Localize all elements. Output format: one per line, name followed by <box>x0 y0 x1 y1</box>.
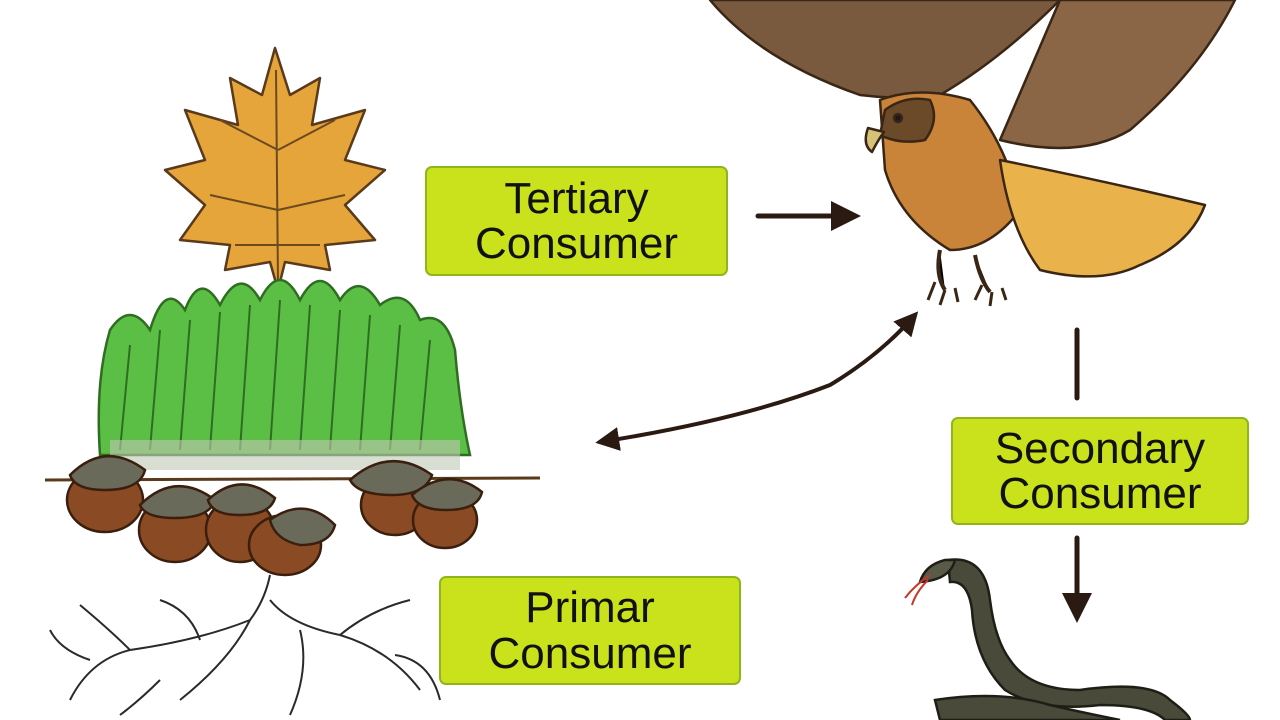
tertiary-label-line2: Consumer <box>475 219 678 268</box>
primary-label-line2: Consumer <box>488 628 692 678</box>
secondary-label-line2: Consumer <box>998 469 1202 518</box>
tertiary-label-line1: Tertiary <box>504 173 649 223</box>
secondary-consumer-label: Secondary Consumer <box>951 417 1249 525</box>
acorns-illustration <box>44 455 541 577</box>
snake-illustration <box>904 558 1192 720</box>
grass-illustration <box>97 278 472 470</box>
secondary-label-line1: Secondary <box>994 423 1206 473</box>
roots-illustration <box>49 574 441 716</box>
arrow-hawk-to-producers <box>595 311 919 451</box>
flow-arrows <box>595 201 1092 623</box>
primary-consumer-label: Primar Consumer <box>439 576 741 685</box>
primary-label-line1: Primar <box>525 583 655 633</box>
hawk-illustration <box>708 0 1237 307</box>
oak-leaf-illustration <box>163 46 387 292</box>
tertiary-consumer-label: Tertiary Consumer <box>425 166 728 276</box>
